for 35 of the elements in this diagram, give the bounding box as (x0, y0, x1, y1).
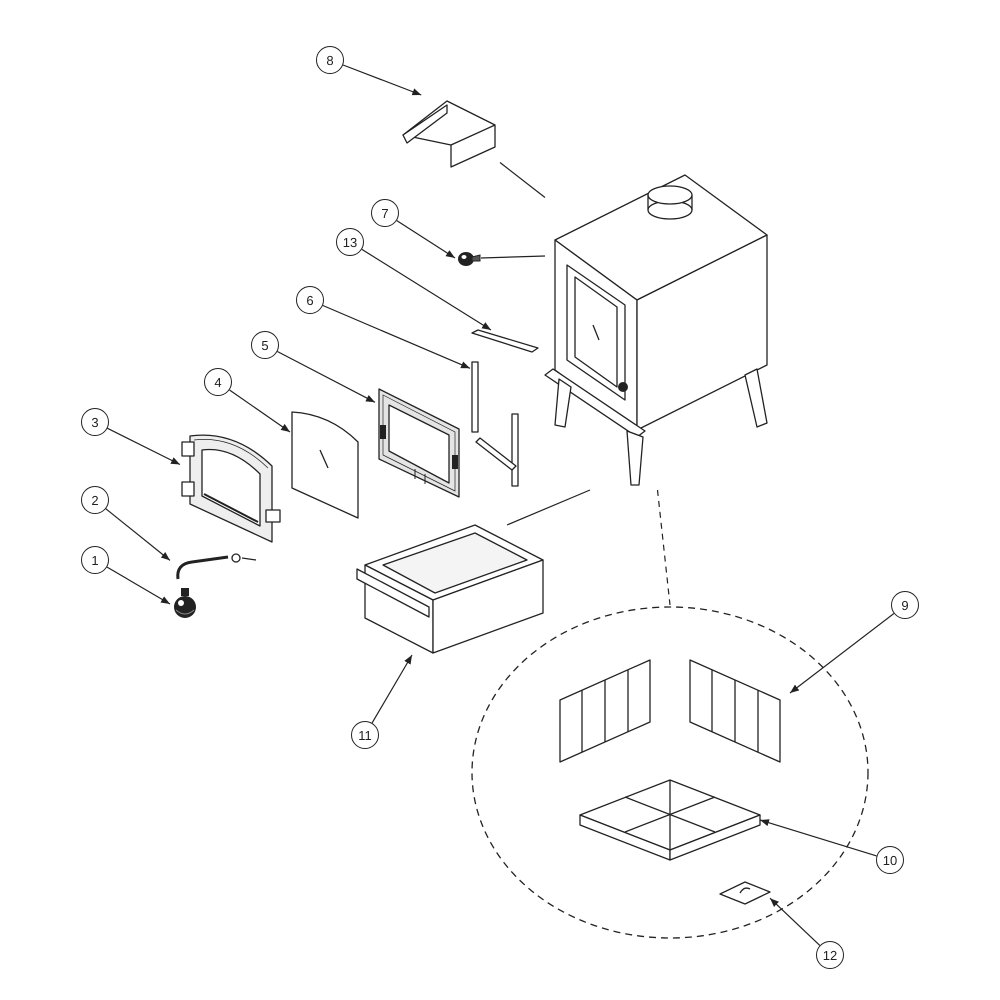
leader-line (342, 64, 422, 96)
callout-number: 10 (876, 846, 904, 874)
glass-panel-drawing (290, 410, 360, 520)
leader-line (106, 508, 170, 561)
callout-number: 12 (816, 941, 844, 969)
leader-line (322, 304, 470, 369)
leader-line (229, 390, 290, 432)
leader-line (372, 654, 413, 724)
leader-line (277, 350, 376, 403)
leader-line (396, 220, 456, 258)
callout-number: 5 (251, 331, 279, 359)
leader-line (106, 566, 170, 605)
callout-number: 4 (204, 368, 232, 396)
rail-drawing (470, 330, 540, 354)
callout-number: 6 (296, 286, 324, 314)
leader-line (770, 898, 820, 946)
leader-line (790, 613, 894, 694)
detail-ellipse (470, 605, 870, 940)
floor-bricks-drawing (580, 780, 760, 860)
callout-number: 11 (351, 721, 379, 749)
callout-number: 2 (81, 486, 109, 514)
callout-number: 3 (81, 408, 109, 436)
drawer-drawing (355, 525, 545, 655)
assembly-line (656, 490, 671, 606)
callout-number: 1 (81, 546, 109, 574)
leader-line (760, 819, 877, 856)
callout-number: 7 (371, 199, 399, 227)
leader-line (362, 248, 492, 330)
plate-drawing (720, 880, 770, 906)
callout-number: 13 (336, 228, 364, 256)
assembly-line (506, 489, 590, 526)
assembly-line (500, 162, 546, 198)
leader-line (107, 428, 180, 466)
callout-number: 9 (891, 591, 919, 619)
callout-number: 8 (316, 46, 344, 74)
